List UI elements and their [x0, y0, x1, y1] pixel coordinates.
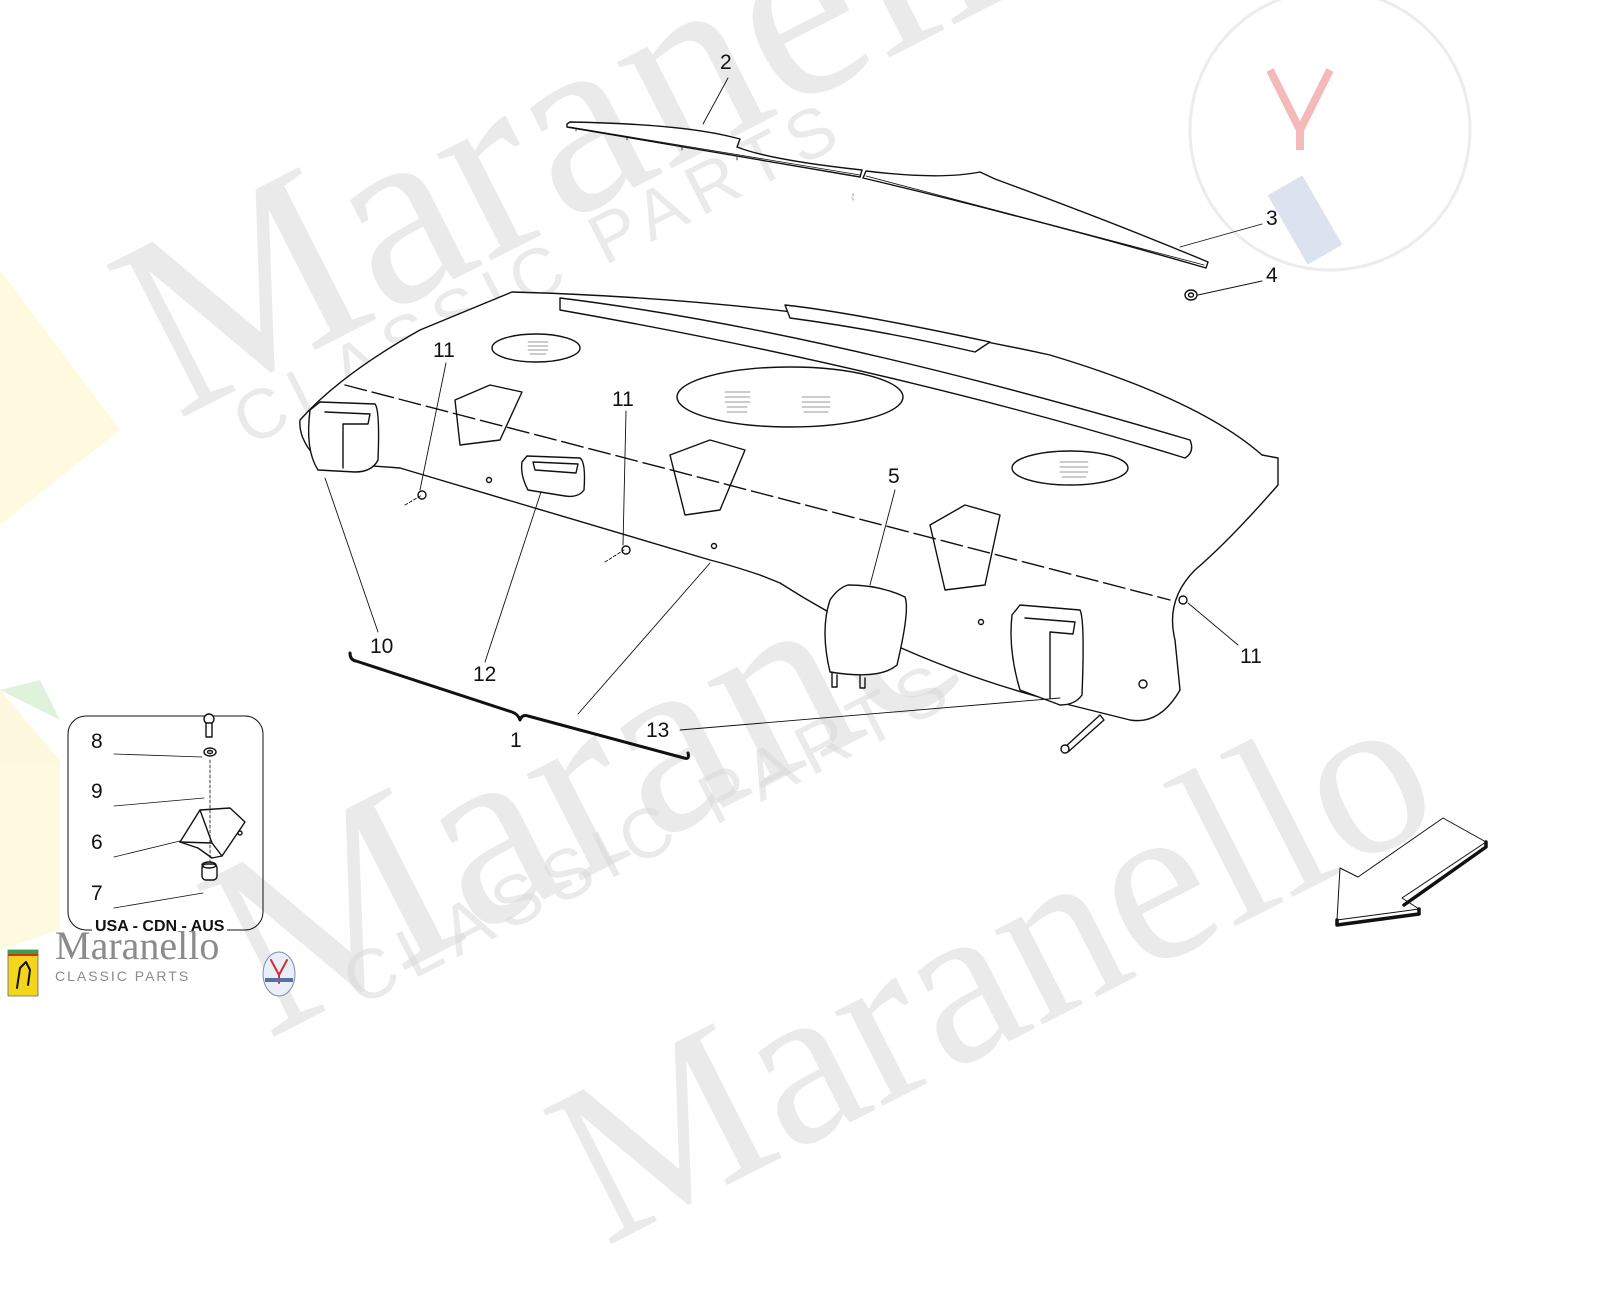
callout-4: 4 [1266, 264, 1278, 287]
callout-10: 10 [370, 635, 394, 658]
brand-subtitle: CLASSIC PARTS [55, 968, 191, 984]
callout-9: 9 [91, 780, 103, 803]
trim-strip-part-2 [566, 121, 1209, 269]
callout-13: 13 [646, 719, 670, 742]
callout-11: 11 [612, 388, 634, 411]
headrest-cover-part-5 [824, 584, 908, 689]
callout-3: 3 [1266, 207, 1278, 230]
watermark-badges [0, 0, 1472, 950]
callout-8: 8 [91, 730, 103, 753]
callout-6: 6 [91, 831, 103, 854]
nut-part-4 [1184, 289, 1198, 301]
ferrari-shield-watermark-icon [0, 270, 120, 950]
maserati-roundel-watermark-icon [1188, 0, 1472, 272]
screw-part-13 [1060, 714, 1105, 754]
callout-11: 11 [1240, 645, 1262, 668]
brand-name: Maranello [55, 923, 220, 968]
leader-lines [324, 77, 1263, 731]
inset-variant-label: USA - CDN - AUS [92, 918, 228, 936]
ferrari-logo-icon [7, 949, 39, 997]
brand-logo: Maranello CLASSIC PARTS [55, 923, 220, 985]
callout-12: 12 [473, 663, 497, 686]
parts-diagram: Maranello CLASSIC PARTS Maranello CLASSI… [0, 0, 1488, 1292]
callout-11: 11 [433, 339, 455, 362]
callout-7: 7 [91, 882, 103, 905]
brace-part-1 [348, 651, 690, 760]
belt-cover-part-10 [307, 401, 1084, 706]
callout-5: 5 [888, 465, 900, 488]
line-art [7, 77, 1488, 997]
direction-arrow-icon [1335, 817, 1488, 927]
callout-2: 2 [720, 51, 732, 74]
callout-1: 1 [510, 729, 522, 752]
belt-cover-part-12 [520, 455, 586, 498]
maserati-logo-icon [262, 951, 296, 997]
inset-parts [113, 713, 246, 909]
